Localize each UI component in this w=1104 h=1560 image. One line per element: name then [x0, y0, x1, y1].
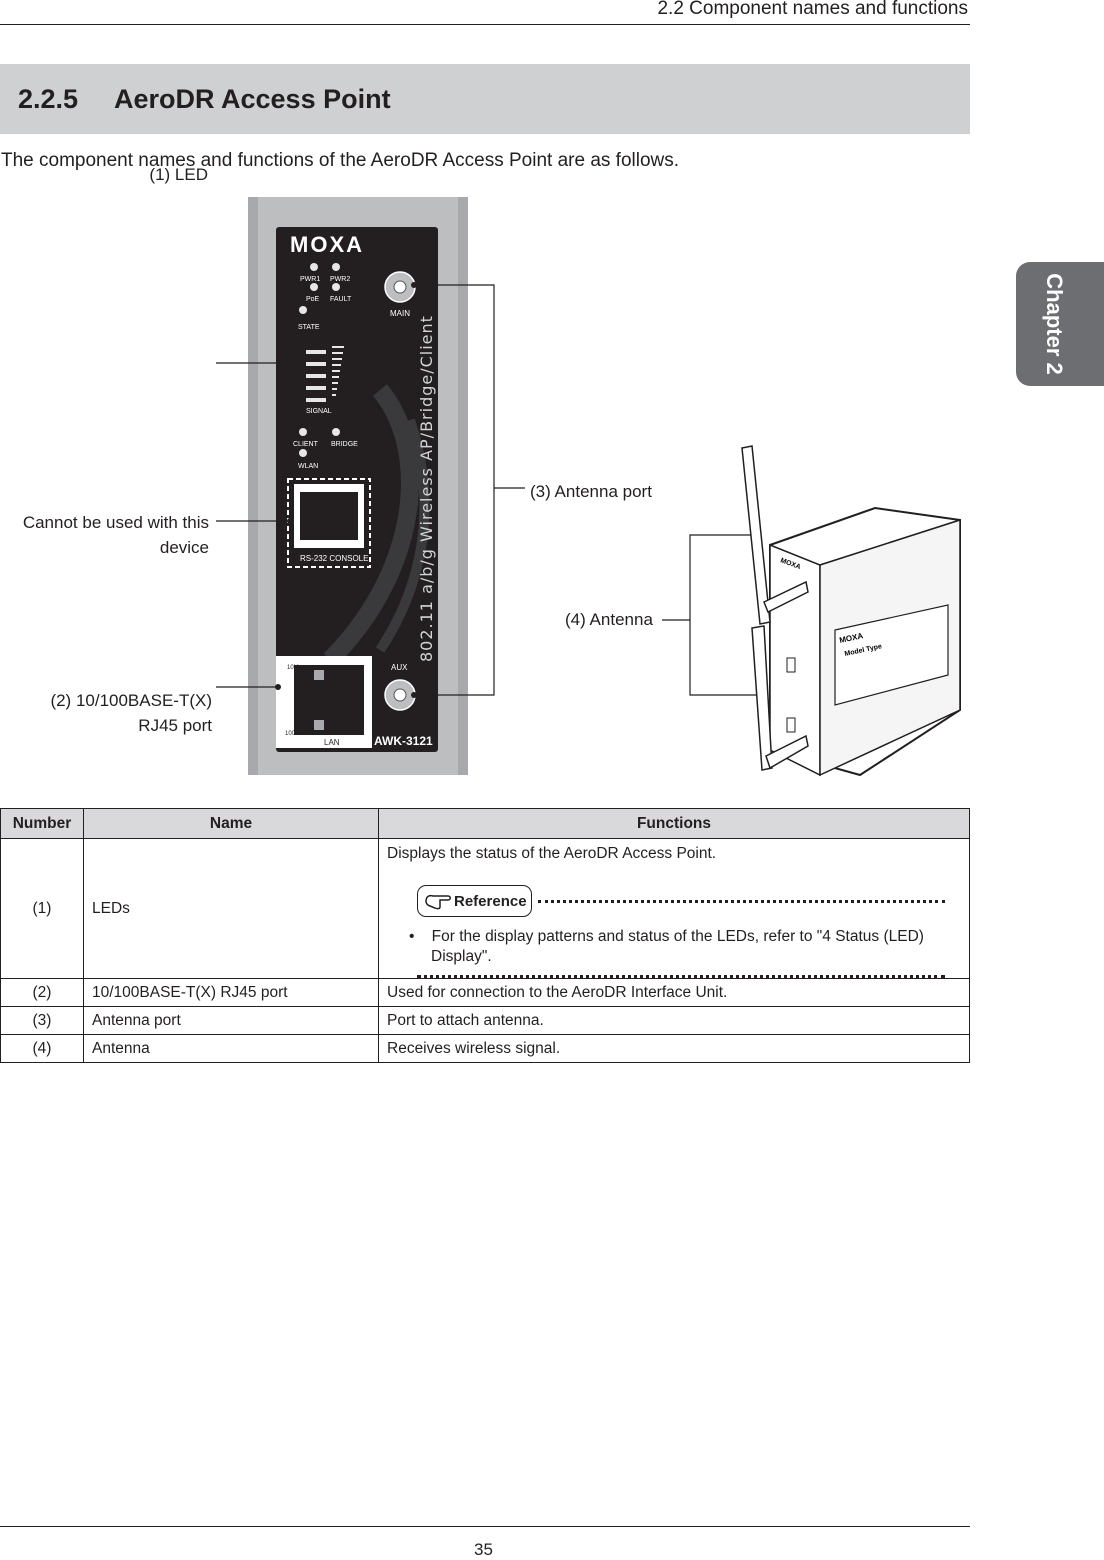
reference-bullet-text: For the display patterns and status of t… — [431, 928, 924, 965]
callout-led: (1) LED — [149, 165, 208, 184]
led-label-pwr1: PWR1 — [300, 276, 320, 283]
device-vertical-text: 802.11 a/b/g Wireless AP/Bridge/Client — [417, 315, 436, 662]
table-row: (2) 10/100BASE-T(X) RJ45 port Used for c… — [0, 978, 970, 1007]
chapter-tab: Chapter 2 — [1016, 262, 1104, 386]
led-label-wlan: WLAN — [298, 463, 318, 470]
row-function: Port to attach antenna. — [378, 1006, 970, 1035]
chapter-tab-label: Chapter 2 — [1042, 273, 1067, 375]
pointing-hand-icon — [425, 894, 451, 910]
row-function: Used for connection to the AeroDR Interf… — [378, 978, 970, 1007]
led-label-state: STATE — [298, 324, 320, 331]
table-row: (3) Antenna port Port to attach antenna. — [0, 1006, 970, 1035]
col-header-functions: Functions — [378, 808, 970, 839]
intro-paragraph: The component names and functions of the… — [1, 150, 680, 171]
footer-rule — [0, 1526, 970, 1527]
page-number: 35 — [474, 1540, 493, 1559]
row-function: Receives wireless signal. — [378, 1034, 970, 1063]
running-header: 2.2 Component names and functions — [657, 0, 968, 19]
callout-console-line2: device — [159, 538, 209, 557]
led-label-pwr2: PWR2 — [330, 276, 350, 283]
device-3d-view: MOXA Model Type MOXA — [741, 445, 961, 777]
console-port-label: RS-232 CONSOLE — [300, 554, 368, 563]
header-rule — [0, 24, 970, 25]
reference-bullet: • For the display patterns and status of… — [409, 928, 924, 965]
row-number: (1) — [0, 838, 84, 979]
signal-bars — [306, 346, 344, 402]
section-title: 2.2.5 AeroDR Access Point — [18, 84, 391, 115]
section-heading-band — [0, 64, 970, 134]
row-number: (4) — [0, 1034, 84, 1063]
callout-antenna-port: (3) Antenna port — [530, 482, 652, 501]
callout-antenna: (4) Antenna — [565, 610, 653, 629]
reference-label: Reference — [454, 892, 527, 910]
lan-speed-100m: 100M — [285, 731, 300, 737]
section-title-text: AeroDR Access Point — [114, 84, 391, 114]
callout-console-line1: Cannot be used with this — [22, 513, 209, 532]
table-header-row: Number Name Functions — [0, 808, 970, 839]
row-number: (3) — [0, 1006, 84, 1035]
led-label-signal: SIGNAL — [306, 408, 332, 415]
main-port-label: MAIN — [390, 309, 410, 318]
callout-rj45-line1: (2) 10/100BASE-T(X) — [50, 691, 212, 710]
row-name: 10/100BASE-T(X) RJ45 port — [83, 978, 379, 1007]
col-header-name: Name — [83, 808, 379, 839]
component-table: Number Name Functions (1) LEDs Displays … — [0, 808, 970, 1063]
model-label: AWK-3121 — [374, 734, 433, 748]
reference-box: Reference — [387, 885, 969, 917]
row-name: Antenna — [83, 1034, 379, 1063]
led-label-poe: PoE — [306, 296, 320, 303]
led-label-fault: FAULT — [330, 296, 352, 303]
callout-rj45-line2: RJ45 port — [138, 716, 212, 735]
lan-speed-10m: 10M — [287, 665, 299, 671]
reference-badge: Reference — [417, 885, 532, 917]
col-header-number: Number — [0, 808, 84, 839]
dotted-rule-bottom — [417, 975, 945, 978]
led-label-bridge: BRIDGE — [331, 441, 358, 448]
row-number: (2) — [0, 978, 84, 1007]
table-row: (4) Antenna Receives wireless signal. — [0, 1034, 970, 1063]
row-function: Displays the status of the AeroDR Access… — [378, 838, 970, 979]
section-number: 2.2.5 — [18, 84, 79, 114]
row-function-text: Displays the status of the AeroDR Access… — [387, 845, 717, 862]
access-point-figure: MOXA PWR1 PWR2 PoE FAULT STATE SIGNAL CL… — [216, 197, 961, 777]
moxa-logo: MOXA — [290, 232, 364, 257]
row-name: LEDs — [83, 838, 379, 979]
dotted-rule — [537, 899, 945, 903]
led-label-client: CLIENT — [293, 441, 319, 448]
lan-port-label: LAN — [324, 738, 340, 747]
table-row: (1) LEDs Displays the status of the Aero… — [0, 838, 970, 979]
aux-port-label: AUX — [391, 663, 408, 672]
row-name: Antenna port — [83, 1006, 379, 1035]
